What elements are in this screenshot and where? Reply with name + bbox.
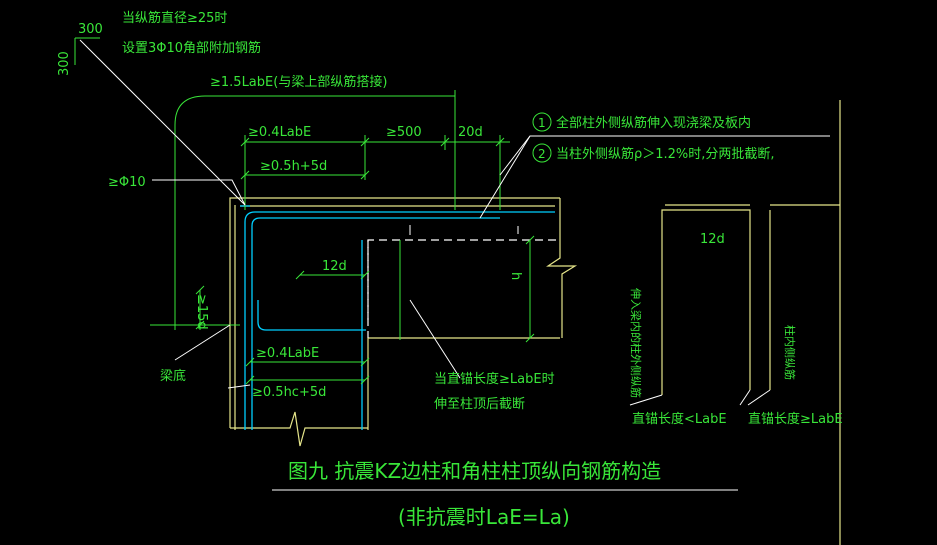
dim-15labe-line [174, 95, 455, 200]
label-300-v: 300 [57, 51, 72, 76]
right-right-vertical-label: 柱内侧纵筋 [783, 325, 797, 380]
right-12d: 12d [700, 232, 725, 247]
leader-05hc [227, 384, 251, 389]
right-detail [629, 100, 841, 545]
leader-right-lt [629, 394, 663, 406]
label-straight-anchor-2: 伸至柱顶后截断 [434, 397, 525, 412]
beam-break-line [546, 198, 578, 338]
dimension-lines [74, 37, 535, 385]
leader-beam-bottom [174, 324, 231, 361]
column-break-line [230, 411, 368, 447]
note2-text: 当柱外侧纵筋ρ＞1.2%时,分两批截断, [556, 146, 775, 162]
right-anchor-lt: 直锚长度<LabE [632, 411, 727, 427]
beam-top-bar-dashed [367, 239, 560, 320]
label-beam-bottom: 梁底 [160, 368, 186, 384]
label-straight-anchor-1: 当直锚长度≥LabE时 [434, 371, 555, 387]
leader-note2 [499, 135, 531, 176]
leader-right-ge [747, 389, 771, 406]
label-15labe: ≥1.5LabE(与梁上部纵筋搭接) [210, 74, 387, 90]
label-20d: 20d [458, 125, 483, 140]
column-outer-bar-2 [251, 217, 500, 430]
label-15d: ≥15d [194, 294, 209, 330]
column-beam-outer-edge [229, 197, 560, 428]
caption-title: 图九 抗震KZ边柱和角柱柱顶纵向钢筋构造 [288, 459, 661, 483]
label-04labe-top: ≥0.4LabE [248, 125, 311, 140]
right-anchor-ge: 直锚长度≥LabE [748, 411, 843, 427]
right-left-bar-outline [661, 209, 751, 395]
label-500: ≥500 [386, 125, 422, 140]
leader-phi10 [152, 179, 246, 206]
label-05hc5d: ≥0.5hc+5d [252, 385, 326, 400]
note2-circle [532, 143, 552, 163]
note-extra-bar: 设置3Φ10角部附加钢筋 [122, 40, 261, 56]
note1-number: 1 [538, 116, 546, 130]
label-05h5d: ≥0.5h+5d [260, 159, 327, 174]
column-outer-bar-1 [244, 211, 555, 430]
note1-text: 全部柱外侧纵筋伸入现浇梁及板内 [556, 115, 751, 131]
rebar-lines [240, 205, 555, 430]
label-phi10: ≥Φ10 [108, 175, 146, 190]
note1-circle [532, 112, 552, 132]
label-12d-mid: 12d [322, 259, 347, 274]
label-300-h: 300 [78, 22, 103, 37]
caption-subtitle: (非抗震时LaE=La) [398, 505, 570, 529]
note-diameter: 当纵筋直径≥25时 [122, 10, 227, 26]
leader-lines [79, 39, 830, 389]
leader-corner-bar [79, 39, 246, 206]
right-left-vertical-label: 伸入梁内的柱外侧纵筋 [629, 288, 643, 398]
note2-number: 2 [538, 147, 546, 161]
label-h: h [508, 272, 523, 280]
beam-bars-dashed [367, 239, 560, 338]
label-04labe-bottom: ≥0.4LabE [256, 346, 319, 361]
leader-straight-anchor [409, 299, 461, 379]
column-inner-bar-hook [257, 300, 366, 331]
